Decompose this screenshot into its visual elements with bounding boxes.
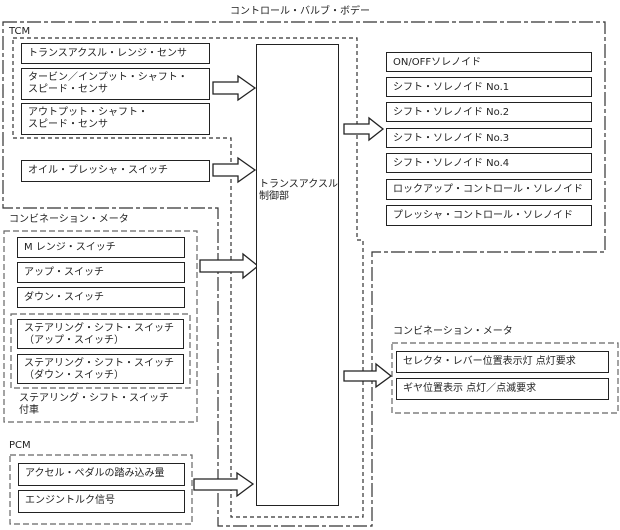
pcm-boundary (9, 454, 193, 525)
shift-solenoid-1: シフト・ソレノイド No.1 (386, 77, 592, 97)
pressure-control-solenoid: プレッシャ・コントロール・ソレノイド (386, 205, 592, 226)
oil-pressure-switch: オイル・プレッシャ・スイッチ (21, 160, 210, 182)
down-switch: ダウン・スイッチ (17, 287, 185, 308)
selector-lever-indicator-request: セレクタ・レバー位置表示灯 点灯要求 (396, 351, 609, 373)
control-valve-body-title: コントロール・バルブ・ボデー (230, 6, 370, 17)
gear-position-indicator-request: ギヤ位置表示 点灯／点滅要求 (396, 378, 609, 400)
arrow-controller-to-solenoids (343, 116, 385, 142)
combination-meter-input-label: コンビネーション・メータ (9, 214, 129, 225)
pcm-label: PCM (9, 440, 31, 451)
control-valve-body-boundary (2, 21, 606, 527)
shift-solenoid-2: シフト・ソレノイド No.2 (386, 102, 592, 122)
arrow-tcm-to-controller (212, 74, 257, 102)
lockup-control-solenoid: ロックアップ・コントロール・ソレノイド (386, 179, 592, 200)
combination-meter-input-boundary (3, 230, 198, 423)
tcm-label: TCM (9, 26, 31, 37)
engine-torque-signal: エンジントルク信号 (18, 490, 185, 513)
shift-solenoid-3: シフト・ソレノイド No.3 (386, 128, 592, 148)
up-switch: アップ・スイッチ (17, 262, 185, 283)
steering-shift-down-switch: ステアリング・シフト・スイッチ （ダウン・スイッチ） (17, 354, 184, 384)
arrow-pcm-to-controller (193, 471, 255, 498)
arrow-oil-switch-to-controller (212, 156, 257, 184)
turbine-input-shaft-speed-sensor: タービン／インプット・シャフト・ スピード・センサ (21, 68, 210, 100)
combination-meter-output-boundary (391, 342, 619, 414)
arrow-controller-to-meter-outputs (343, 362, 393, 389)
m-range-switch: M レンジ・スイッチ (17, 237, 185, 258)
transaxle-controller-label: トランスアクスル 制御部 (259, 179, 338, 202)
shift-solenoid-4: シフト・ソレノイド No.4 (386, 153, 592, 173)
transaxle-controller: トランスアクスル 制御部 (256, 44, 339, 506)
arrow-meter-to-controller (199, 252, 260, 280)
on-off-solenoid: ON/OFFソレノイド (386, 52, 592, 72)
steering-shift-up-switch: ステアリング・シフト・スイッチ （アップ・スイッチ） (17, 319, 184, 349)
tcm-boundary (12, 37, 364, 518)
accelerator-pedal-amount: アクセル・ペダルの踏み込み量 (18, 463, 185, 486)
transaxle-range-sensor: トランスアクスル・レンジ・センサ (21, 43, 210, 64)
steering-shift-boundary (10, 313, 191, 389)
steering-shift-caption: ステアリング・シフト・スイッチ 付車 (19, 393, 169, 416)
combination-meter-output-label: コンビネーション・メータ (393, 326, 513, 337)
output-shaft-speed-sensor: アウトプット・シャフト・ スピード・センサ (21, 103, 210, 135)
